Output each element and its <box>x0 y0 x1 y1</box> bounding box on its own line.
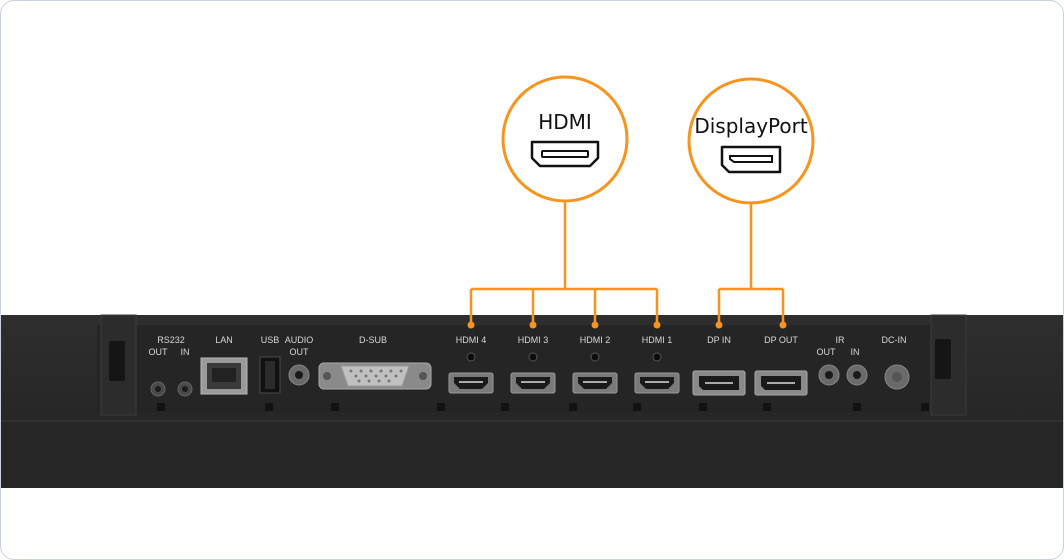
label-lan: LAN <box>215 335 233 345</box>
hdmi-connector-lines <box>469 201 659 323</box>
rs232-in-jack <box>177 381 193 397</box>
label-ir: IR <box>836 335 846 345</box>
label-rs232-out: OUT <box>149 347 169 357</box>
recess-feet <box>157 403 929 411</box>
label-hdmi3: HDMI 3 <box>518 335 549 345</box>
displayport-callout: DisplayPort <box>687 77 815 205</box>
label-hdmi1: HDMI 1 <box>642 335 673 345</box>
label-usb: USB <box>261 335 280 345</box>
hdmi-callout-title: HDMI <box>538 110 592 134</box>
dp-connector-lines <box>717 203 785 323</box>
label-rs232: RS232 <box>157 335 185 345</box>
label-dp-out: DP OUT <box>764 335 798 345</box>
dp-connector-dots <box>715 321 787 329</box>
dp-out-port <box>754 370 808 396</box>
label-dc-in: DC-IN <box>882 335 907 345</box>
lan-port <box>200 357 248 395</box>
monitor-bottom-edge <box>1 421 1063 488</box>
label-audio-out: OUT <box>290 347 310 357</box>
label-rs232-in: IN <box>181 347 190 357</box>
label-hdmi2: HDMI 2 <box>580 335 611 345</box>
usb-port <box>259 356 281 394</box>
label-ir-out: OUT <box>817 347 837 357</box>
dp-in-port <box>692 370 746 396</box>
rs232-out-jack <box>150 381 166 397</box>
right-latch <box>935 339 951 379</box>
ir-in-jack <box>846 364 868 386</box>
hdmi-connector-dots <box>467 321 661 329</box>
label-hdmi4: HDMI 4 <box>456 335 487 345</box>
label-ir-in: IN <box>851 347 860 357</box>
hdmi-2-port <box>572 352 618 394</box>
ir-out-jack <box>818 364 840 386</box>
label-dp-in: DP IN <box>707 335 731 345</box>
left-latch <box>109 341 125 381</box>
label-audio: AUDIO <box>285 335 314 345</box>
audio-out-jack <box>288 364 310 386</box>
displayport-callout-title: DisplayPort <box>694 114 808 138</box>
dc-in-jack <box>884 364 910 390</box>
hdmi-port-icon <box>530 140 600 168</box>
displayport-port-icon <box>720 145 782 174</box>
label-dsub: D-SUB <box>359 335 387 345</box>
hdmi-4-port <box>448 352 494 394</box>
dsub-port <box>318 362 432 390</box>
hdmi-3-port <box>510 352 556 394</box>
hdmi-callout: HDMI <box>501 75 629 203</box>
hdmi-1-port <box>634 352 680 394</box>
